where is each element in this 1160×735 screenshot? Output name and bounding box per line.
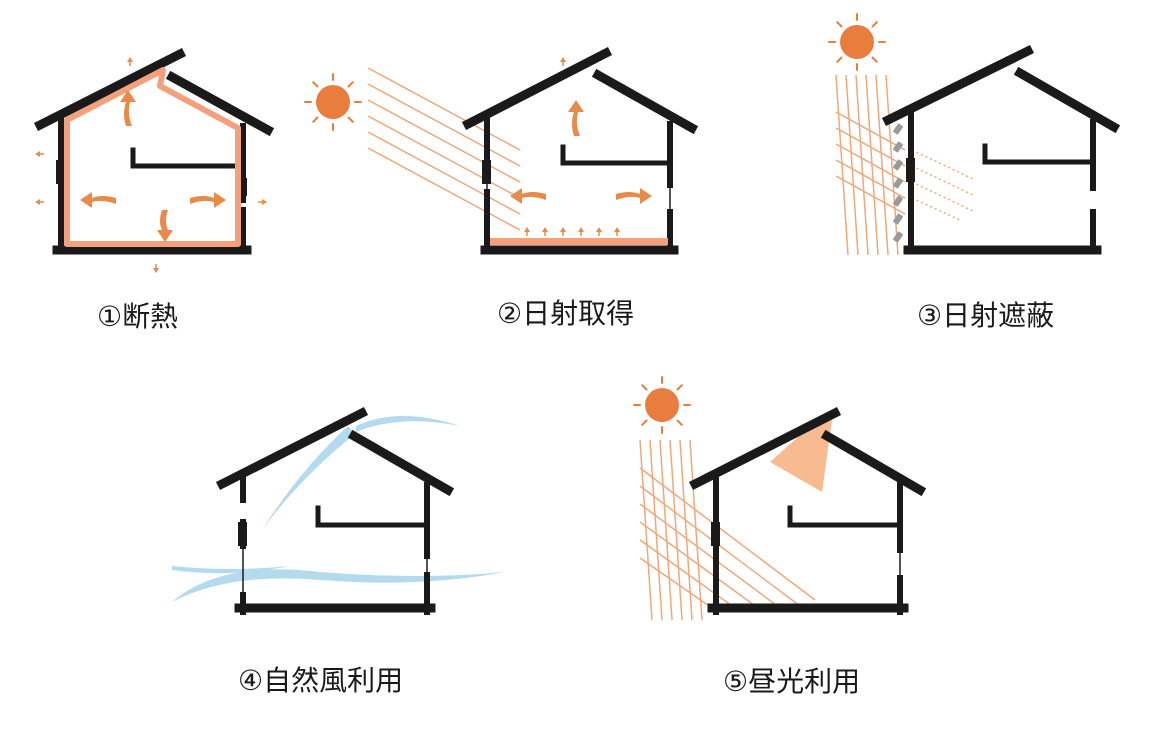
window-mark <box>711 522 720 546</box>
sun-rays-dotted <box>911 149 976 221</box>
house-structure <box>215 406 455 615</box>
heat-arrow-icon <box>510 56 652 237</box>
sun-icon <box>633 376 691 434</box>
panel-label-solar-shading: ③日射遮蔽 <box>917 299 1055 332</box>
window-mark <box>238 178 247 196</box>
window-mark <box>906 158 915 182</box>
sun-rays <box>639 439 816 621</box>
panel-natural-wind <box>172 406 505 615</box>
house-structure <box>33 47 275 255</box>
sun-icon <box>828 13 886 71</box>
shading-louvers <box>893 123 903 243</box>
house-structure <box>461 46 699 255</box>
house-structure <box>881 44 1121 255</box>
heated-floor <box>490 238 668 245</box>
skylight-beam <box>770 420 832 492</box>
house-structure <box>688 406 927 615</box>
window-mark <box>238 522 247 546</box>
wind-stream-icon <box>172 416 505 602</box>
panel-insulation <box>33 47 275 274</box>
sun-rays <box>835 74 906 256</box>
panel-label-natural-wind: ④自然風利用 <box>238 664 404 697</box>
panel-label-insulation: ①断熱 <box>97 300 179 333</box>
sun-rays <box>367 67 521 231</box>
panel-solar-shading <box>828 13 1121 256</box>
sun-icon <box>304 73 362 131</box>
panel-daylight <box>633 376 927 621</box>
window-mark <box>482 160 491 184</box>
panel-label-daylight: ⑤昼光利用 <box>723 665 861 698</box>
insulation-layer <box>64 67 241 247</box>
window-mark <box>56 160 65 184</box>
panel-solar-gain <box>304 46 699 255</box>
panel-label-solar-gain: ②日射取得 <box>497 297 635 330</box>
